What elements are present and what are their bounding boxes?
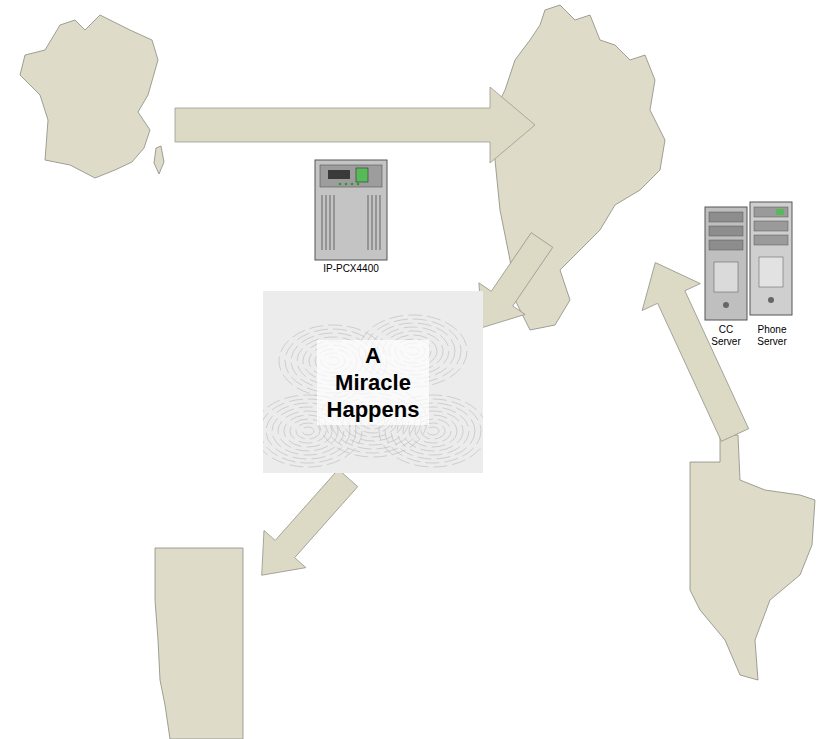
block-arrow	[241, 459, 369, 593]
server-label: IP-PCX4400	[306, 263, 396, 275]
node-title: A Miracle Happens	[317, 340, 430, 425]
server-label: Phone Server	[752, 324, 792, 348]
pbx-server-icon	[315, 160, 387, 260]
alberta-map	[155, 548, 243, 739]
cc-server-icon	[705, 207, 747, 320]
corsica-map	[154, 146, 164, 174]
miracle-box: A Miracle Happens	[263, 291, 483, 473]
phone-server-icon	[750, 202, 792, 315]
texas-map	[690, 435, 815, 680]
france-map	[20, 15, 158, 178]
block-arrow	[175, 87, 535, 163]
server-label: CC Server	[704, 324, 748, 348]
